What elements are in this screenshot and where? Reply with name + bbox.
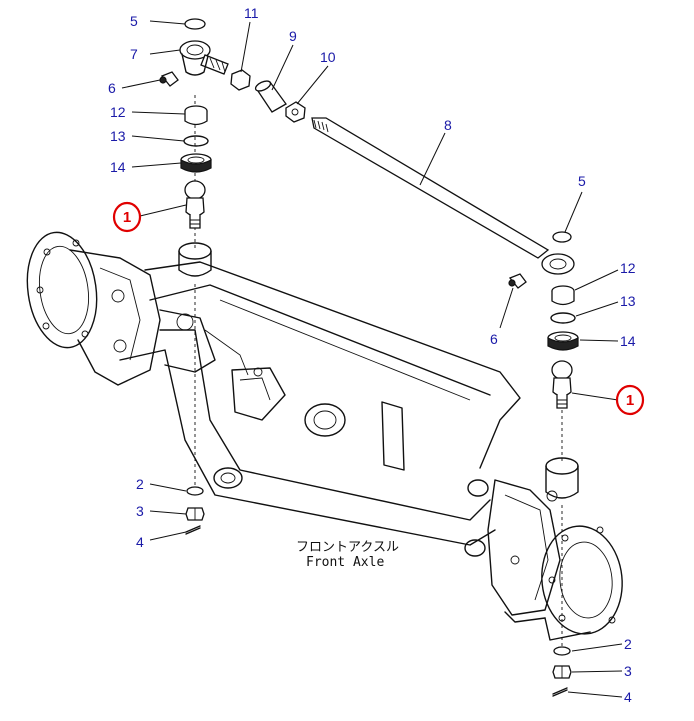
callout-1-left: 1 (123, 209, 131, 226)
highlight-circle-left (112, 201, 142, 233)
callout-6-right: 6 (490, 331, 498, 347)
tie-rod-8 (311, 117, 575, 275)
callout-11: 11 (244, 5, 259, 21)
callout-labels: 5 7 6 12 13 14 11 9 10 8 5 12 13 6 14 2 … (108, 5, 645, 705)
seal-left (180, 153, 212, 173)
callout-14-right: 14 (620, 333, 636, 349)
grease-fitting-left (159, 71, 179, 87)
o-ring-left (183, 135, 209, 147)
tie-rod-end-left (179, 40, 229, 76)
seal-right (547, 331, 579, 351)
callout-2-left: 2 (136, 476, 144, 492)
leader-lines (121, 20, 623, 698)
nut-left (185, 507, 205, 521)
callout-4-left: 4 (136, 534, 144, 550)
caption-japanese: フロントアクスル (296, 540, 399, 555)
adjusting-sleeve-9 (254, 80, 287, 113)
left-kingpin-stack (159, 18, 229, 535)
nut-right (552, 665, 572, 679)
callout-13-left: 13 (110, 128, 126, 144)
callout-2-right: 2 (624, 636, 632, 652)
caption-english: Front Axle (306, 555, 384, 570)
callout-3-right: 3 (624, 663, 632, 679)
lock-nut-11 (230, 69, 251, 91)
callout-5-top-left: 5 (130, 13, 138, 29)
bushing-right (551, 285, 575, 306)
dust-cap-left (184, 18, 206, 30)
highlight-circle-right (615, 384, 645, 416)
axle-housing (26, 231, 623, 641)
cotter-pin-right (552, 687, 568, 697)
callout-6-left: 6 (108, 80, 116, 96)
bushing-left (184, 105, 208, 126)
right-kingpin-stack (508, 231, 579, 697)
callout-8: 8 (444, 117, 452, 133)
o-ring-right (550, 312, 576, 324)
callout-5-right: 5 (578, 173, 586, 189)
ball-stud-left (184, 180, 206, 229)
callout-3-left: 3 (136, 503, 144, 519)
callout-7: 7 (130, 46, 138, 62)
callout-14-left: 14 (110, 159, 126, 175)
washer-right (553, 646, 571, 656)
callout-9: 9 (289, 28, 297, 44)
ball-stud-right (551, 360, 573, 409)
callout-12-right: 12 (620, 260, 636, 276)
cotter-pin-left (185, 525, 201, 535)
lock-nut-10 (285, 101, 306, 123)
dust-cap-right (552, 231, 572, 243)
grease-fitting-right (508, 273, 527, 289)
callout-12-left: 12 (110, 104, 126, 120)
washer-left (186, 486, 204, 496)
callout-13-right: 13 (620, 293, 636, 309)
tie-rod-assembly (230, 69, 575, 275)
callout-1-right: 1 (626, 392, 634, 409)
callout-10: 10 (320, 49, 336, 65)
callout-4-right: 4 (624, 689, 632, 705)
